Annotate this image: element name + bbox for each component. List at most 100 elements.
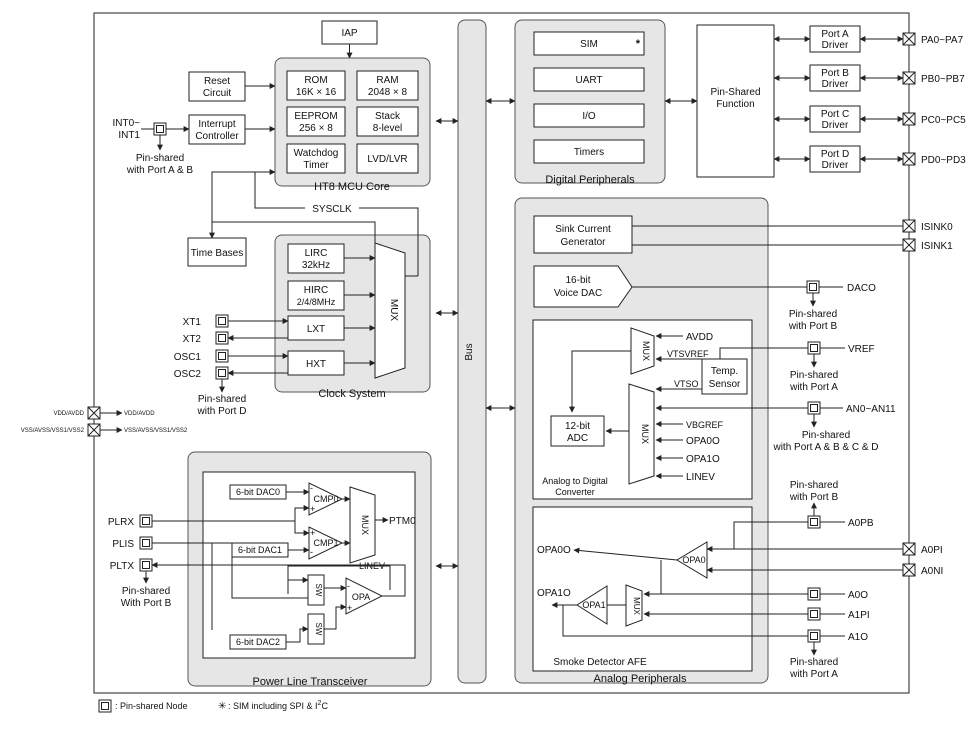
lxt-block [287,315,345,341]
hirc-label-1: HIRC [304,285,328,296]
port-a-driver-label-1: Port A [821,29,849,40]
cmp1-plus: + [310,528,315,538]
sim-star: * [636,38,641,50]
voice-dac-label-1: 16-bit [565,275,590,286]
lirc-label-1: LIRC [305,248,328,259]
a0pi-pin [902,542,916,556]
sw-block-1 [307,574,325,606]
vdd-pin-label: VDD/AVDD [53,411,84,417]
a0o-pin-node [807,587,821,601]
rom-label-1: ROM [304,75,327,86]
daco-shared-note-2: with Port B [788,321,838,332]
temp-sensor-block [701,358,748,395]
an-shared-note-1: Pin-shared [802,430,850,441]
vref-pin-node [807,341,821,355]
port-b-driver-label-1: Port B [821,68,849,79]
adc-12bit-label-2: ADC [567,433,588,444]
adc-mux-2-label: MUX [640,424,650,444]
voice-dac-block [533,265,633,308]
clock-mux [374,242,406,379]
watchdog-block [286,143,346,174]
pa-pin [902,32,916,46]
hirc-block [287,280,345,311]
dac1-label: 6-bit DAC1 [238,545,282,555]
hxt-label: HXT [306,359,326,370]
interrupt-label-2: Controller [195,131,239,142]
xt-shared-note-2: with Port D [197,406,247,417]
rom-label-2: 16K × 16 [296,87,337,98]
isink1-pin [902,238,916,252]
stack-block [356,106,419,137]
osc1-pin-node [215,349,229,363]
a1o-shared-note-2: with Port A [789,669,838,680]
opa-label: OPA [352,592,370,602]
legend-sim-text: : SIM including SPI & I [228,701,318,711]
an-pin-node [807,401,821,415]
adc-label-1: Analog to Digital [542,476,608,486]
temp-sensor-label-1: Temp. [711,366,738,377]
time-bases-label: Time Bases [191,248,243,259]
watchdog-label-2: Timer [303,160,329,171]
plt-mux-label: MUX [360,515,370,535]
port-a-driver [809,25,861,53]
opa-amp [345,577,384,615]
cmp0-plus: + [310,504,315,514]
sw-label-1: SW [314,584,323,597]
vref-shared-note-2: with Port A [789,382,838,393]
ram-label-1: RAM [376,75,398,86]
sysclk-label: SYSCLK [312,204,352,215]
reset-label-2: Circuit [203,88,232,99]
legend-sim-note: : SIM including SPI & I2C [228,700,328,711]
osc1-pin-label: OSC1 [174,352,202,363]
dac2-label: 6-bit DAC2 [236,637,280,647]
vss-internal-label: VSS/AVSS/VSS1/VSS2 [124,428,188,434]
clock-system-label: Clock System [318,388,385,400]
daco-pin-node [806,280,820,294]
vbgref-signal-label: VBGREF [686,420,724,430]
int-shared-note-1: Pin-shared [136,153,184,164]
int-pin-label-2: INT1 [118,130,140,141]
watchdog-label-1: Watchdog [294,148,339,159]
pc-pin [902,112,916,126]
a0pb-shared-note-2: with Port B [789,492,839,503]
sink-current-label-2: Generator [560,237,606,248]
time-bases-block [187,237,247,267]
adc-mux-1-label: MUX [641,341,651,361]
xt2-pin-node [215,331,229,345]
adc-12bit-label-1: 12-bit [565,421,590,432]
a1o-pin-label: A1O [848,632,868,643]
int-shared-note-2: with Port A & B [126,165,193,176]
cmp0-label: CMP0 [313,494,338,504]
vtsvref-signal-label: VTSVREF [667,349,709,359]
reset-circuit-block [188,71,246,102]
pltx-shared-note-2: With Port B [121,598,172,609]
linev-adc-label: LINEV [686,472,715,483]
xt1-pin-label: XT1 [183,317,202,328]
a1pi-pin-node [807,607,821,621]
eeprom-label-2: 256 × 8 [299,123,333,134]
pltx-shared-note-1: Pin-shared [122,586,170,597]
sink-current-generator-block [533,215,633,254]
lvd-label: LVD/LVR [367,154,407,165]
uart-block [533,67,645,92]
ram-label-2: 2048 × 8 [368,87,408,98]
a1o-shared-note-1: Pin-shared [790,657,838,668]
lxt-label: LXT [307,324,325,335]
pd-pin [902,152,916,166]
rom-block [286,70,346,101]
eeprom-label-1: EEPROM [294,111,337,122]
pltx-pin-label: PLTX [110,561,135,572]
plrx-pin-label: PLRX [108,517,134,528]
afe-mux-label: MUX [632,597,641,615]
opa0o-out-label: OPA0O [537,545,571,556]
digital-peripherals-label: Digital Peripherals [545,174,635,186]
interrupt-label-1: Interrupt [198,119,235,130]
adc-mux-2 [628,383,655,485]
interrupt-controller-block [188,114,246,145]
daco-shared-note-1: Pin-shared [789,309,837,320]
vss-pin-label: VSS/AVSS/VSS1/VSS2 [21,428,85,434]
chip-outline [93,12,910,694]
a0pb-shared-note-1: Pin-shared [790,480,838,491]
plt-mux [349,486,376,564]
